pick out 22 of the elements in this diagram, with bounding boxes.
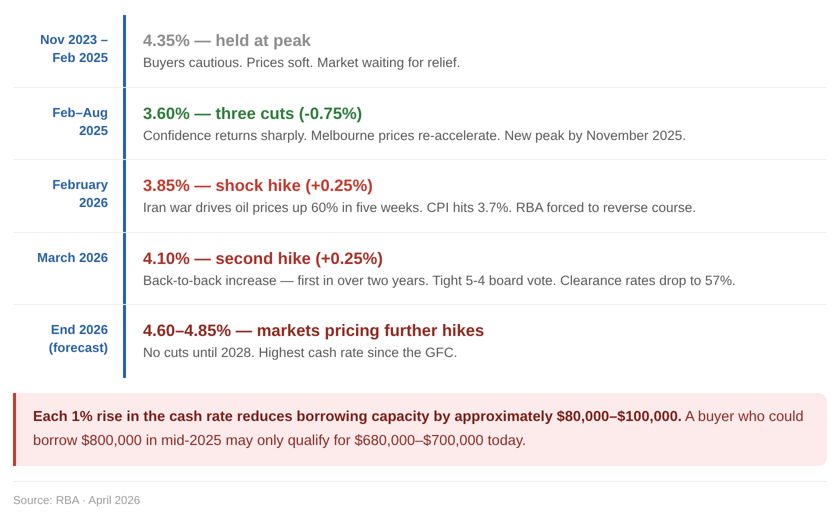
- date-label: Feb–Aug 2025: [51, 104, 108, 140]
- rate-heading: 4.35% — held at peak: [143, 31, 311, 51]
- source-note: Source: RBA · April 2026: [13, 494, 140, 508]
- date-label: End 2026 (forecast): [48, 321, 108, 358]
- date-label: March 2026: [36, 248, 108, 267]
- date-label: February 2026: [51, 176, 108, 212]
- timeline-row: [13, 88, 827, 160]
- event-description: Buyers cautious. Prices soft. Market waiting for relief.: [143, 54, 460, 72]
- callout-box: [13, 392, 827, 466]
- date-label: Nov 2023 – Feb 2025: [39, 31, 108, 67]
- event-description: No cuts until 2028. Highest cash rate since the GFC.: [143, 344, 458, 362]
- timeline-row: [13, 160, 827, 233]
- event-description: Iran war drives oil prices up 60% in five weeks. CPI hits 3.7%. RBA forced to reverse course.: [143, 199, 696, 218]
- rate-heading: 3.60% — three cuts (-0.75%): [143, 104, 362, 124]
- rate-heading: 4.10% — second hike (+0.25%): [143, 248, 383, 269]
- rate-heading: 4.60–4.85% — markets pricing further hikes: [143, 321, 484, 342]
- event-description: Back-to-back increase — first in over two years. Tight 5-4 board vote. Clearance rates drop to 57%.: [143, 272, 736, 290]
- rate-heading: 3.85% — shock hike (+0.25%): [143, 176, 373, 196]
- callout-text: Each 1% rise in the cash rate reduces borrowing capacity by approximately $80,000–$100,000. A buyer who could borrow $800,000 in mid-2025 may only qualify for $680,000–$700,000 today.: [33, 408, 805, 451]
- timeline-row: [13, 15, 827, 88]
- event-description: Confidence returns sharply. Melbourne prices re-accelerate. New peak by November 2025.: [143, 126, 686, 145]
- timeline-row: [13, 232, 827, 306]
